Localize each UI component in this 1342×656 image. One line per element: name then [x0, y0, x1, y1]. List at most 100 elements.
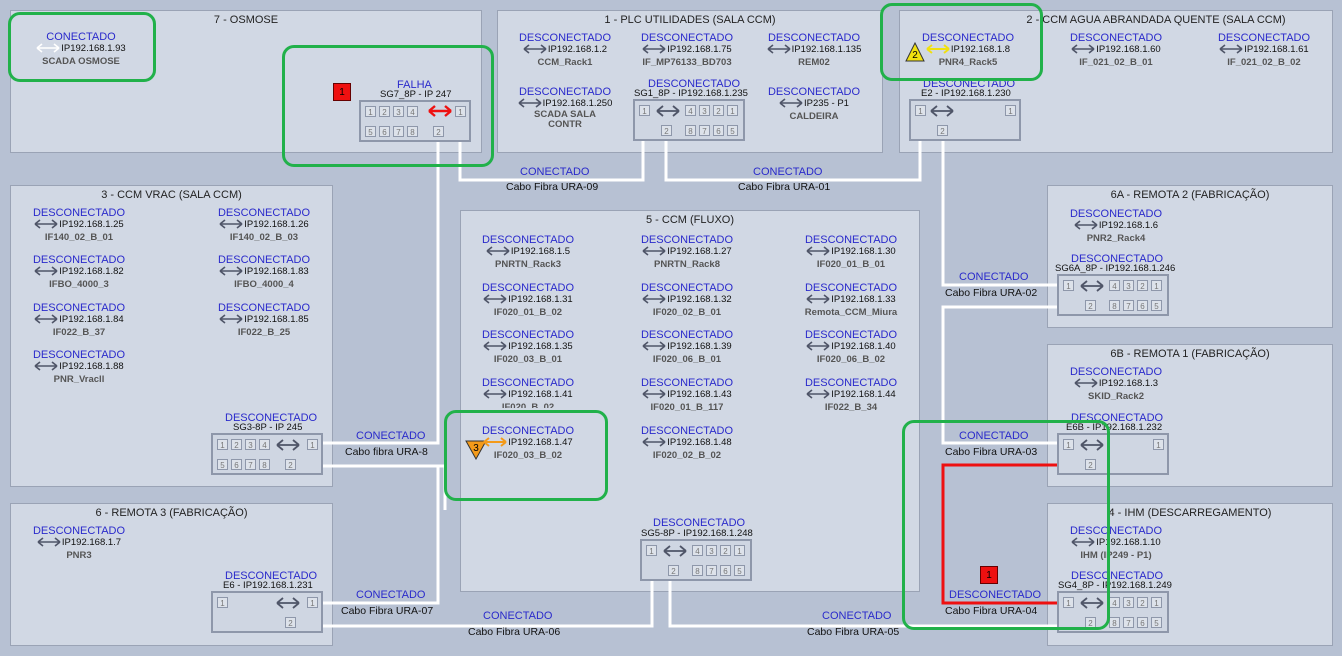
port-1[interactable]: 1 [217, 439, 228, 450]
port-1[interactable]: 1 [365, 106, 376, 117]
cable-label-ura06[interactable]: Cabo Fibra URA-06 [468, 626, 561, 638]
device-pnr-vracll[interactable]: DESCONECTADO IP192.168.1.88 PNR_Vracll [4, 349, 154, 387]
device-skid-rack2[interactable]: DESCONECTADO IP192.168.1.3 SKID_Rack2 [1041, 366, 1191, 404]
port-1[interactable]: 1 [217, 597, 228, 608]
device-ifbo-4[interactable]: DESCONECTADO IP192.168.1.83 IFBO_4000_4 [189, 254, 339, 292]
device-pnrtn-rack3[interactable]: DESCONECTADO IP192.168.1.5 PNRTN_Rack3 [453, 234, 603, 272]
port-8[interactable]: 8 [259, 459, 270, 470]
cable-label-ura08[interactable]: Cabo fibra URA-8 [345, 446, 428, 458]
port-1[interactable]: 1 [727, 105, 738, 116]
port-7[interactable]: 7 [1123, 617, 1134, 628]
port-4[interactable]: 4 [692, 545, 703, 556]
port-7[interactable]: 7 [1123, 300, 1134, 311]
port-4[interactable]: 4 [1109, 280, 1120, 291]
device-scada-sala[interactable]: DESCONECTADO IP192.168.1.250 SCADA SALA … [490, 86, 640, 130]
cable-label-ura07[interactable]: Cabo Fibra URA-07 [341, 605, 434, 617]
port-6[interactable]: 6 [713, 125, 724, 136]
cable-label-ura04[interactable]: Cabo Fibra URA-04 [945, 605, 1038, 617]
port-8[interactable]: 8 [1109, 300, 1120, 311]
device-if022-b25[interactable]: DESCONECTADO IP192.168.1.85 IF022_B_25 [189, 302, 339, 340]
device-if020-01-b117[interactable]: DESCONECTADO IP192.168.1.43 IF020_01_B_1… [612, 377, 762, 415]
port-1[interactable]: 1 [1151, 280, 1162, 291]
cable-label-ura01[interactable]: Cabo Fibra URA-01 [738, 181, 831, 193]
port-2[interactable]: 2 [285, 459, 296, 470]
port-6[interactable]: 6 [379, 126, 390, 137]
port-7[interactable]: 7 [245, 459, 256, 470]
device-if-mp76133[interactable]: DESCONECTADO IP192.168.1.75 IF_MP76133_B… [612, 32, 762, 70]
switch-sg3[interactable]: 1 2 3 4 1 5 6 7 8 2 [211, 433, 323, 475]
device-if020-01-b01[interactable]: DESCONECTADO IP192.168.1.30 IF020_01_B_0… [776, 234, 926, 272]
port-2[interactable]: 2 [1085, 300, 1096, 311]
port-1[interactable]: 1 [734, 545, 745, 556]
port-5[interactable]: 5 [1151, 300, 1162, 311]
port-3[interactable]: 3 [706, 545, 717, 556]
device-if020-03-b01[interactable]: DESCONECTADO IP192.168.1.35 IF020_03_B_0… [453, 329, 603, 367]
port-1[interactable]: 1 [1063, 439, 1074, 450]
port-1[interactable]: 1 [639, 105, 650, 116]
port-8[interactable]: 8 [1109, 617, 1120, 628]
port-3[interactable]: 3 [393, 106, 404, 117]
port-8[interactable]: 8 [407, 126, 418, 137]
device-if022-b37[interactable]: DESCONECTADO IP192.168.1.84 IF022_B_37 [4, 302, 154, 340]
port-1[interactable]: 1 [307, 597, 318, 608]
device-if020-02-b02[interactable]: DESCONECTADO IP192.168.1.48 IF020_02_B_0… [612, 425, 762, 463]
port-2[interactable]: 2 [231, 439, 242, 450]
port-3[interactable]: 3 [1123, 597, 1134, 608]
device-rem02[interactable]: DESCONECTADO IP192.168.1.135 REM02 [739, 32, 889, 70]
port-6[interactable]: 6 [1137, 300, 1148, 311]
device-if140-b01[interactable]: DESCONECTADO IP192.168.1.25 IF140_02_B_0… [4, 207, 154, 245]
device-ifbo-3[interactable]: DESCONECTADO IP192.168.1.82 IFBO_4000_3 [4, 254, 154, 292]
device-if021-b02[interactable]: DESCONECTADO IP192.168.1.61 IF_021_02_B_… [1189, 32, 1339, 70]
port-8[interactable]: 8 [685, 125, 696, 136]
port-1[interactable]: 1 [1063, 280, 1074, 291]
device-pnr4-rack5[interactable]: DESCONECTADO IP192.168.1.8 PNR4_Rack5 [893, 32, 1043, 70]
device-remota-ccm-miura[interactable]: DESCONECTADO IP192.168.1.33 Remota_CCM_M… [776, 282, 926, 320]
switch-sg6a[interactable]: 1 4 3 2 1 2 8 7 6 5 [1057, 274, 1169, 316]
device-if020-02-b01[interactable]: DESCONECTADO IP192.168.1.32 IF020_02_B_0… [612, 282, 762, 320]
port-2[interactable]: 2 [661, 125, 672, 136]
port-4[interactable]: 4 [407, 106, 418, 117]
port-5[interactable]: 5 [365, 126, 376, 137]
port-5[interactable]: 5 [734, 565, 745, 576]
port-4[interactable]: 4 [1109, 597, 1120, 608]
device-ihm[interactable]: DESCONECTADO IP192.168.1.10 IHM (IP249 -… [1041, 525, 1191, 563]
switch-sg7[interactable]: 1 2 3 4 1 5 6 7 8 2 [359, 100, 471, 142]
port-1[interactable]: 1 [455, 106, 466, 117]
cable-label-ura09[interactable]: Cabo Fibra URA-09 [506, 181, 599, 193]
port-4[interactable]: 4 [685, 105, 696, 116]
device-if020-06-b01[interactable]: DESCONECTADO IP192.168.1.39 IF020_06_B_0… [612, 329, 762, 367]
port-3[interactable]: 3 [699, 105, 710, 116]
port-1[interactable]: 1 [915, 105, 926, 116]
port-1[interactable]: 1 [1063, 597, 1074, 608]
device-pnr3[interactable]: DESCONECTADO IP192.168.1.7 PNR3 [4, 525, 154, 563]
device-if020-b02-partial[interactable]: DESCONECTADO IP192.168.1.41 IF020_B_02 [453, 377, 603, 408]
switch-sg4[interactable]: 1 4 3 2 1 2 8 7 6 5 [1057, 591, 1169, 633]
switch-e6[interactable]: 1 1 2 [211, 591, 323, 633]
port-7[interactable]: 7 [699, 125, 710, 136]
warning-triangle-icon[interactable]: 2 [905, 42, 925, 62]
device-if020-03-b02[interactable]: DESCONECTADO IP192.168.1.47 IF020_03_B_0… [453, 425, 603, 463]
port-1[interactable]: 1 [646, 545, 657, 556]
device-if020-06-b02[interactable]: DESCONECTADO IP192.168.1.40 IF020_06_B_0… [776, 329, 926, 367]
port-3[interactable]: 3 [245, 439, 256, 450]
port-3[interactable]: 3 [1123, 280, 1134, 291]
port-5[interactable]: 5 [727, 125, 738, 136]
port-2[interactable]: 2 [937, 125, 948, 136]
port-5[interactable]: 5 [1151, 617, 1162, 628]
port-1[interactable]: 1 [307, 439, 318, 450]
alarm-badge-square[interactable]: 1 [980, 566, 998, 584]
port-2[interactable]: 2 [668, 565, 679, 576]
port-2[interactable]: 2 [713, 105, 724, 116]
device-ccm-rack1[interactable]: DESCONECTADO IP192.168.1.2 CCM_Rack1 [490, 32, 640, 70]
cable-label-ura03[interactable]: Cabo Fibra URA-03 [945, 446, 1038, 458]
port-2[interactable]: 2 [1085, 459, 1096, 470]
device-pnrtn-rack8[interactable]: DESCONECTADO IP192.168.1.27 PNRTN_Rack8 [612, 234, 762, 272]
port-1[interactable]: 1 [1151, 597, 1162, 608]
alarm-badge-square[interactable]: 1 [333, 83, 351, 101]
switch-e2[interactable]: 1 1 2 [909, 99, 1021, 141]
port-6[interactable]: 6 [1137, 617, 1148, 628]
device-scada-osmose[interactable]: CONECTADO IP192.168.1.93 SCADA OSMOSE [6, 31, 156, 69]
device-if021-b01[interactable]: DESCONECTADO IP192.168.1.60 IF_021_02_B_… [1041, 32, 1191, 70]
port-2[interactable]: 2 [433, 126, 444, 137]
port-2[interactable]: 2 [285, 617, 296, 628]
